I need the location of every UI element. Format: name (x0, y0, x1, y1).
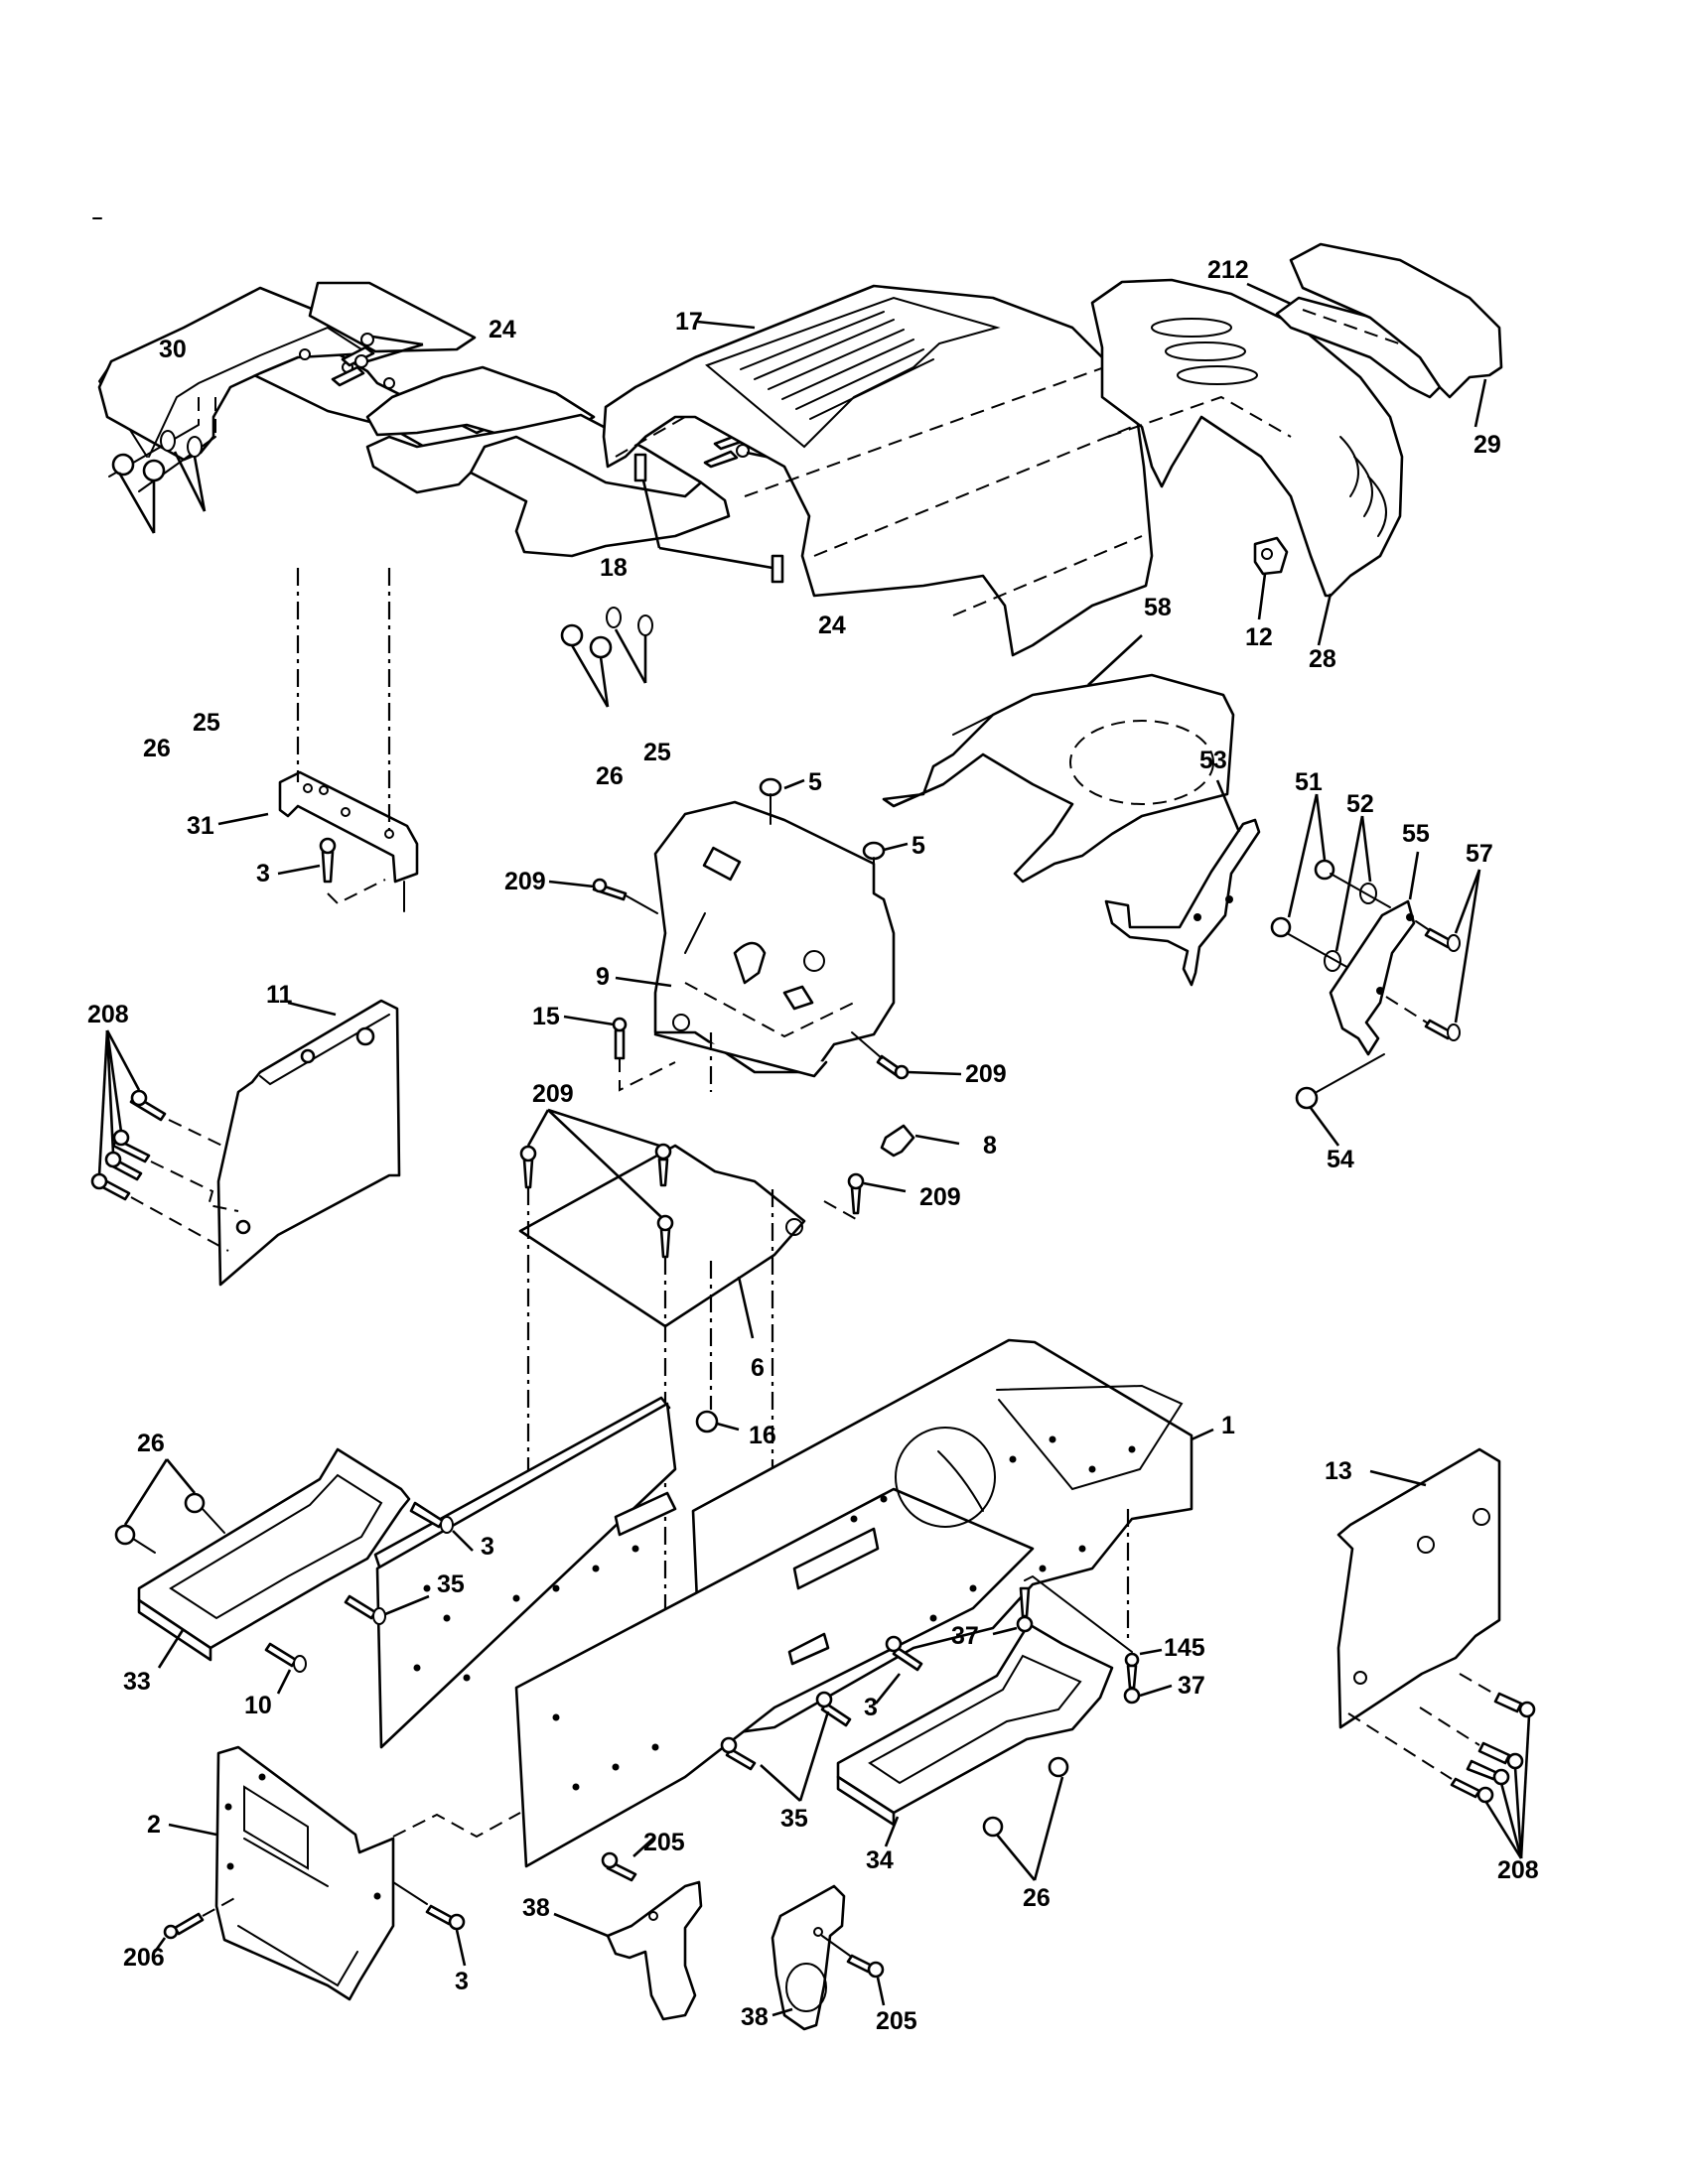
side-panel-right (1336, 1447, 1536, 1859)
label-nuts-left: 26 (143, 735, 171, 762)
label-lens: 29 (1474, 431, 1501, 459)
label-fender-bolts-hood: 24 (818, 612, 846, 639)
pivot-bracket-left (1104, 779, 1261, 987)
label-pivot-bracket: 53 (1199, 747, 1227, 774)
label-cable-clip: 8 (983, 1132, 997, 1160)
label-side-panel-left: 11 (266, 981, 293, 1009)
label-bracket-screw: 3 (256, 860, 270, 887)
label-footrest-left-bolt-mid: 35 (437, 1570, 465, 1598)
part-labels: 17 18 30 24 24 25 26 25 26 212 29 12 28 … (87, 256, 1539, 2035)
label-frame-bolts-35: 35 (780, 1805, 808, 1833)
label-nuts-pivot: 51 (1295, 768, 1323, 796)
label-footrest-left-bolt-rear: 3 (481, 1533, 494, 1561)
leader-212 (1246, 282, 1292, 306)
bumper-top (759, 777, 805, 825)
label-footrest-left-nuts: 26 (137, 1430, 165, 1457)
fender-bracket-part (217, 568, 419, 912)
air-baffle-part (882, 673, 1235, 884)
label-hood-pin: 18 (600, 554, 628, 582)
pivot-bracket-right (1329, 851, 1420, 1056)
label-dash-screw-left: 209 (504, 868, 546, 895)
main-frame (373, 1338, 1214, 1868)
label-side-panel-right: 13 (1325, 1457, 1352, 1485)
label-pivot-bracket-right: 55 (1402, 820, 1430, 848)
label-clip: 12 (1245, 623, 1273, 651)
front-bracket (168, 1745, 521, 2001)
footrest-right (836, 1622, 1114, 1881)
label-lever-bracket-screw-b: 205 (876, 2007, 917, 2035)
label-lever-bracket-b: 38 (741, 2003, 769, 2031)
plate-nut (695, 1261, 740, 1433)
label-mount-plate: 6 (751, 1354, 765, 1382)
dash-panel-part (653, 800, 896, 1078)
label-plate-screws: 209 (532, 1080, 574, 1108)
front-bracket-screws (153, 1881, 467, 1967)
fender-bolts-top (331, 333, 424, 387)
label-side-panel-right-bolts: 208 (1497, 1856, 1539, 1884)
label-frame-bolt-37b: 37 (1178, 1672, 1205, 1700)
clip-part (1253, 536, 1289, 620)
pivot-nut-bottom (1295, 1053, 1385, 1147)
label-bumper-top: 5 (808, 768, 822, 796)
label-nuts-right: 26 (596, 762, 624, 790)
label-front-bracket: 2 (147, 1811, 161, 1839)
label-pivot-nut-bottom: 54 (1327, 1146, 1354, 1173)
label-grille-tab: 28 (1309, 645, 1336, 673)
label-dash-screw-right: 209 (965, 1060, 1007, 1088)
label-footrest-left: 33 (123, 1668, 151, 1696)
pivot-bolts (1385, 869, 1481, 1041)
leader-29 (1474, 378, 1487, 428)
label-side-panel-left-bolts: 208 (87, 1001, 129, 1028)
plate-screws (519, 1108, 907, 1638)
label-lever-bracket-a: 38 (522, 1894, 550, 1922)
label-front-bracket-screw: 206 (123, 1944, 165, 1972)
lever-bracket-a (553, 1836, 703, 2021)
label-footrest-right-nuts: 26 (1023, 1884, 1051, 1912)
frame-bolts (720, 1574, 1173, 1802)
pivot-hardware (1270, 793, 1391, 972)
label-dash-panel: 9 (596, 963, 610, 991)
label-grille: 212 (1207, 256, 1249, 284)
label-bolts-pivot: 57 (1466, 840, 1493, 868)
label-bumper-right: 5 (912, 832, 925, 860)
leader-58 (1087, 634, 1143, 686)
bumper-right (862, 841, 909, 887)
label-dash-screw-bottom: 15 (532, 1003, 560, 1030)
label-front-bracket-bolt: 3 (455, 1968, 469, 1995)
label-washers-left: 25 (193, 709, 220, 737)
label-fender-bracket: 31 (187, 812, 214, 840)
label-fender-bolts-top: 24 (489, 316, 516, 343)
leader-28 (1317, 593, 1333, 646)
side-panel-left (90, 999, 401, 1287)
label-washers-right: 25 (643, 739, 671, 766)
label-frame: 1 (1221, 1412, 1235, 1439)
label-fender: 30 (159, 336, 187, 363)
label-hood: 17 (675, 308, 703, 336)
cable-clip (880, 1124, 960, 1158)
label-frame-bolt-37a: 37 (951, 1622, 979, 1650)
label-footrest-right: 34 (866, 1846, 894, 1874)
hood-part (602, 284, 1154, 657)
label-plate-screw-right: 209 (919, 1183, 961, 1211)
dash-screws (548, 878, 962, 1092)
label-lever-bracket-screw-a: 205 (643, 1829, 685, 1856)
label-footrest-left-bolt-front: 10 (244, 1692, 272, 1719)
headlight-lens (1289, 242, 1503, 399)
label-washers-pivot: 52 (1346, 790, 1374, 818)
label-plate-nut: 16 (749, 1422, 776, 1449)
lever-bracket-b (771, 1884, 886, 2031)
fender-hardware-left (108, 397, 216, 534)
label-air-baffle: 58 (1144, 594, 1172, 621)
label-frame-bolt-3: 3 (864, 1694, 878, 1721)
footrest-left (114, 1447, 474, 1695)
label-spacer: 145 (1164, 1634, 1205, 1662)
